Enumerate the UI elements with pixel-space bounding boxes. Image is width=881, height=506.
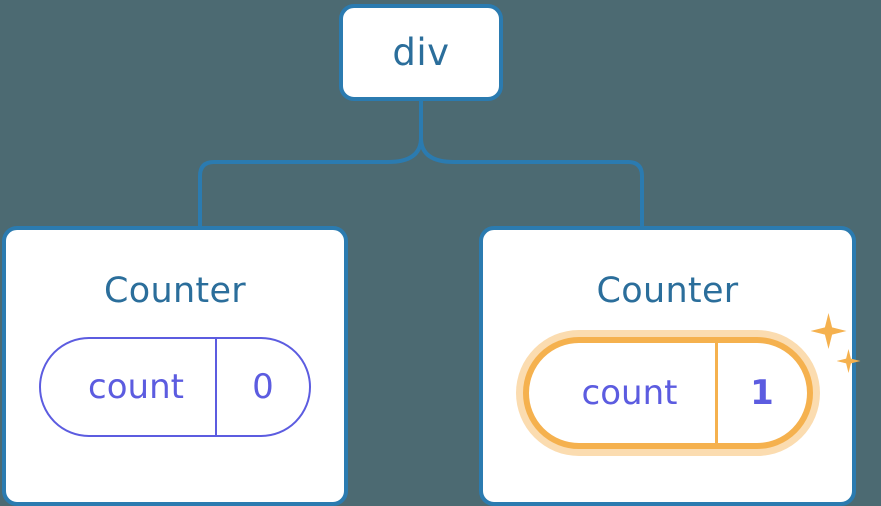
- state-value-right: 1: [714, 343, 807, 443]
- counter-title-left: Counter: [104, 271, 246, 311]
- sparkles-group: [807, 313, 865, 385]
- diagram-canvas: div Counter count 0 Counter count 1: [2, 4, 861, 506]
- node-counter-left[interactable]: Counter count 0: [2, 226, 348, 506]
- sparkle-small-icon: [836, 349, 861, 373]
- state-pill-left[interactable]: count 0: [39, 337, 311, 437]
- connector-to-left-child: [198, 137, 423, 226]
- state-pill-wrapper-left: count 0: [39, 337, 311, 437]
- node-counter-right[interactable]: Counter count 1: [479, 226, 861, 506]
- node-root-div[interactable]: div: [339, 4, 503, 101]
- state-pill-wrapper-right: count 1: [522, 313, 861, 449]
- state-value-left: 0: [215, 339, 309, 435]
- counter-title-right: Counter: [596, 271, 739, 311]
- root-node-label: div: [392, 31, 450, 74]
- state-key-right: count: [581, 373, 678, 413]
- state-pill-right[interactable]: count 1: [522, 337, 813, 449]
- state-key-left: count: [88, 367, 184, 407]
- connector-to-right-child: [419, 137, 644, 226]
- sparkle-large-icon: [810, 313, 847, 349]
